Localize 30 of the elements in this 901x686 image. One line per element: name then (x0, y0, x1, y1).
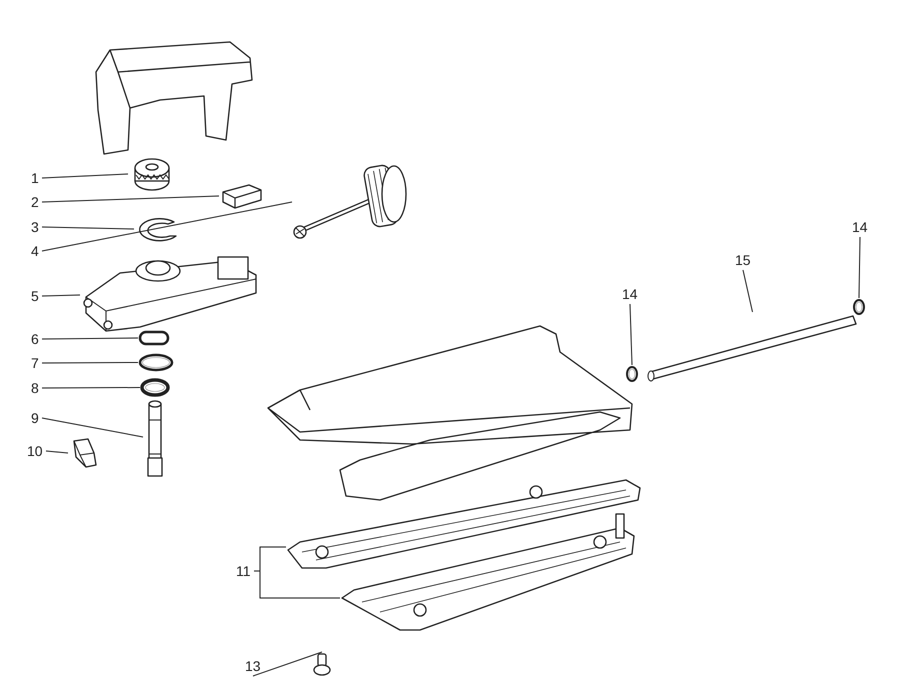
leader-line (42, 202, 292, 252)
leader-line (42, 196, 220, 202)
callout-number: 5 (31, 288, 39, 304)
leader-line (42, 418, 144, 438)
leader-line (42, 174, 128, 178)
leader-line (742, 270, 753, 312)
callout-number: 4 (31, 243, 39, 259)
callout-number: 15 (735, 252, 751, 268)
callout-number: 14 (852, 219, 868, 235)
callout-number: 7 (31, 355, 39, 371)
callout-number: 10 (27, 443, 43, 459)
callout-number: 1 (31, 170, 39, 186)
callout-number: 2 (31, 194, 39, 210)
leader-line (42, 338, 138, 340)
leader-line (42, 226, 134, 230)
callout-number: 14 (622, 286, 638, 302)
callout-number: 13 (245, 658, 261, 674)
leader-line (42, 294, 80, 296)
callout-number: 6 (31, 331, 39, 347)
leader-line (858, 236, 860, 298)
callout-number: 9 (31, 410, 39, 426)
leader-line (42, 387, 140, 388)
callout-number: 8 (31, 380, 39, 396)
leader-line (252, 652, 322, 676)
callout-number: 3 (31, 219, 39, 235)
leader-line (42, 362, 138, 364)
leader-line (46, 450, 68, 454)
callout-number: 11 (236, 563, 251, 579)
leader-line (630, 304, 632, 366)
leader-line (254, 570, 340, 598)
